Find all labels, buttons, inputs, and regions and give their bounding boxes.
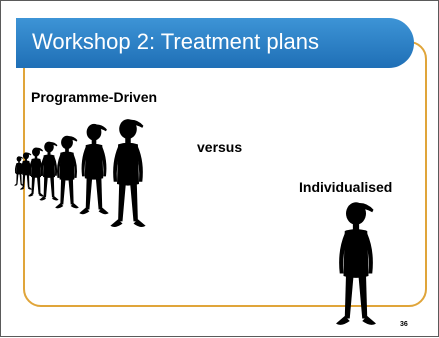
label-individualised: Individualised <box>299 179 393 195</box>
figure-icon <box>110 119 146 228</box>
figure-icon <box>79 123 109 215</box>
slide-number: 36 <box>400 321 408 328</box>
individual-figure-icon <box>336 202 376 325</box>
title-bar: Workshop 2: Treatment plans <box>16 18 414 68</box>
label-versus: versus <box>197 139 243 155</box>
label-programme-driven: Programme-Driven <box>31 89 158 105</box>
crowd-figures <box>14 119 146 228</box>
figure-icon <box>55 135 79 209</box>
slide-title: Workshop 2: Treatment plans <box>32 29 319 54</box>
